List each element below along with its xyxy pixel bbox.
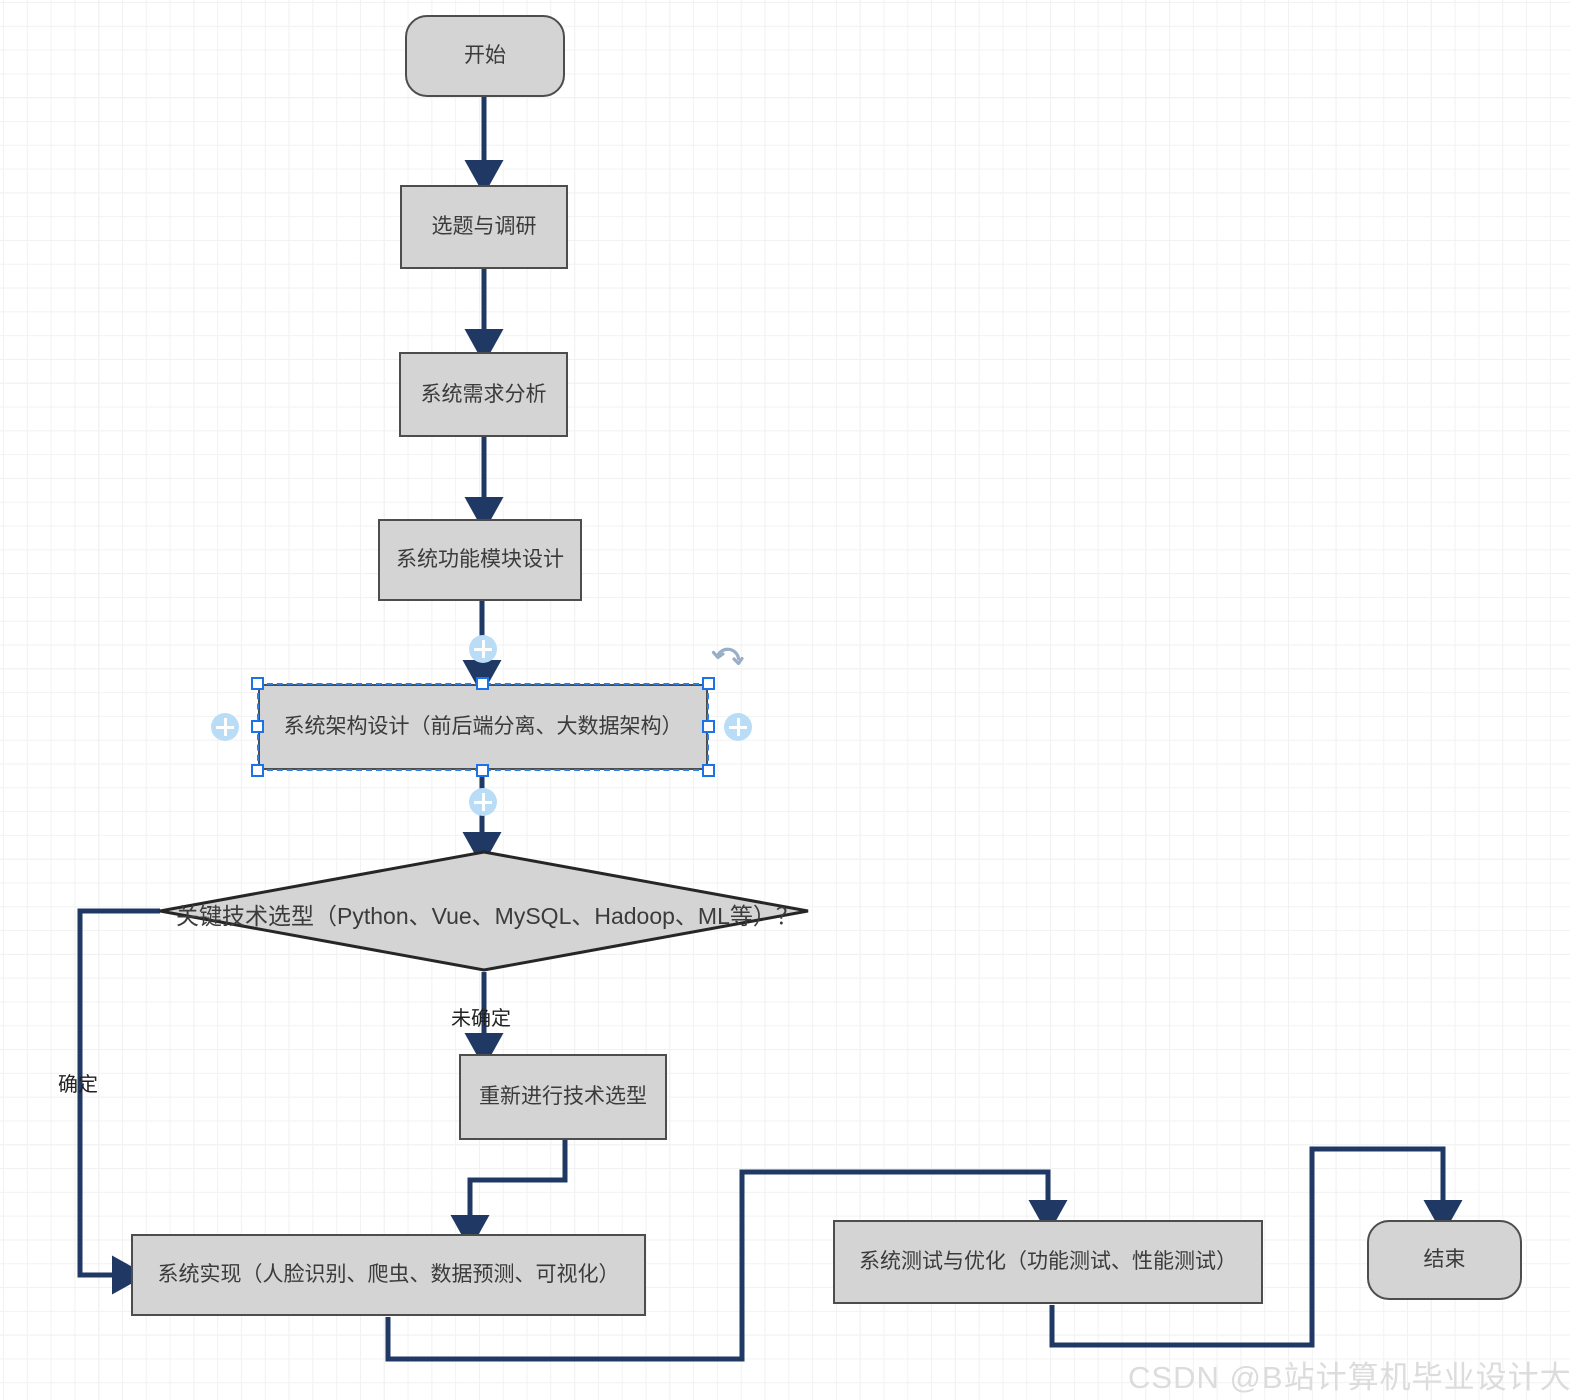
node-requirement-analysis[interactable]: 系统需求分析 — [399, 352, 568, 437]
node-module-design-label: 系统功能模块设计 — [396, 548, 564, 572]
node-end-label: 结束 — [1423, 1248, 1466, 1272]
resize-handle-top-center[interactable] — [476, 677, 489, 690]
rotate-icon-glyph — [711, 647, 744, 666]
rotate-icon[interactable] — [711, 640, 745, 674]
resize-handle-middle-left[interactable] — [251, 720, 264, 733]
node-technology-decision[interactable]: 关键技术选型（Python、Vue、MySQL、Hadoop、ML等）？ — [176, 897, 799, 931]
node-architecture-design-label: 系统架构设计（前后端分离、大数据架构） — [283, 715, 683, 739]
resize-handle-top-left[interactable] — [251, 677, 264, 690]
edge-label-no-text: 未确定 — [451, 1008, 511, 1030]
watermark: CSDN @B站计算机毕业设计大学 — [1128, 1352, 1570, 1397]
edge-label-yes-text: 确定 — [58, 1074, 98, 1096]
plus-connect-icon-bottom[interactable] — [469, 788, 497, 816]
resize-handle-bottom-left[interactable] — [251, 764, 264, 777]
node-system-implementation[interactable]: 系统实现（人脸识别、爬虫、数据预测、可视化） — [131, 1234, 646, 1316]
plus-connect-icon-top[interactable] — [469, 635, 497, 663]
edge-label-no: 未确定 — [451, 1002, 511, 1031]
node-architecture-design[interactable]: 系统架构设计（前后端分离、大数据架构） — [258, 684, 708, 770]
resize-handle-bottom-center[interactable] — [476, 764, 489, 777]
plus-connect-icon-left[interactable] — [211, 713, 239, 741]
node-topic-research[interactable]: 选题与调研 — [400, 185, 568, 269]
node-reselect-technology[interactable]: 重新进行技术选型 — [459, 1054, 667, 1140]
node-end[interactable]: 结束 — [1367, 1220, 1522, 1300]
watermark-text: CSDN @B站计算机毕业设计大学 — [1128, 1360, 1570, 1395]
node-start-label: 开始 — [464, 44, 506, 68]
node-module-design[interactable]: 系统功能模块设计 — [378, 519, 582, 601]
node-system-implementation-label: 系统实现（人脸识别、爬虫、数据预测、可视化） — [157, 1263, 620, 1287]
node-system-testing-label: 系统测试与优化（功能测试、性能测试） — [859, 1250, 1237, 1274]
plus-connect-icon-right[interactable] — [724, 713, 752, 741]
resize-handle-bottom-right[interactable] — [702, 764, 715, 777]
node-system-testing[interactable]: 系统测试与优化（功能测试、性能测试） — [833, 1220, 1263, 1304]
node-topic-research-label: 选题与调研 — [431, 215, 537, 239]
node-requirement-analysis-label: 系统需求分析 — [420, 382, 547, 406]
node-reselect-technology-label: 重新进行技术选型 — [479, 1085, 647, 1109]
edge-label-yes: 确定 — [58, 1068, 98, 1097]
node-start[interactable]: 开始 — [405, 15, 565, 97]
resize-handle-middle-right[interactable] — [702, 720, 715, 733]
node-technology-decision-label: 关键技术选型（Python、Vue、MySQL、Hadoop、ML等）？ — [176, 903, 799, 929]
edge-reselect-to-impl — [450, 1140, 568, 1250]
resize-handle-top-right[interactable] — [702, 677, 715, 690]
